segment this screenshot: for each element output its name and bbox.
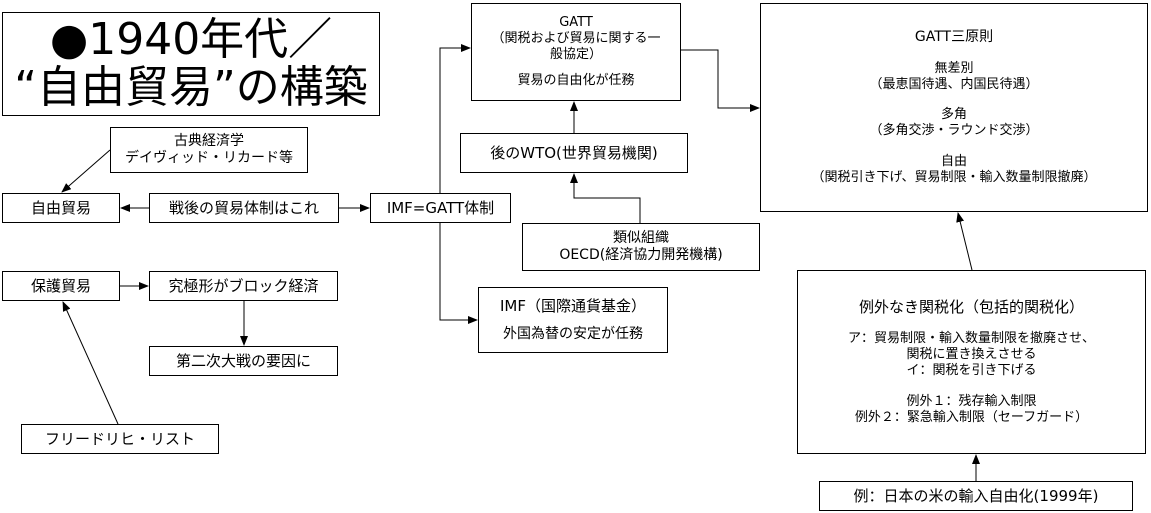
tariffication-box: 例外なき関税化（包括的関税化） ア：貿易制限・輸入数量制限を撤廃させ、 関税に置… [797, 270, 1146, 454]
gatt-title: GATT [559, 14, 593, 30]
gatt-full-name-2: 般協定） [549, 47, 602, 62]
rice-example-label: 例：日本の米の輸入自由化(1999年) [853, 486, 1099, 505]
arrow-classical-to-freetrade [61, 149, 111, 193]
block-economy-box: 究極形がブロック経済 [149, 271, 338, 301]
friedrich-list-box: フリードリヒ・リスト [21, 424, 219, 454]
imf-label: IMF（国際通貨基金） [500, 296, 646, 315]
oecd-box: 類似組織 OECD(経済協力開発機構) [522, 223, 760, 271]
tariffication-a-2: 関税に置き換えさせる [906, 347, 1037, 362]
protectionism-box: 保護貿易 [2, 271, 120, 301]
imf-gatt-system-label: IMF=GATT体制 [386, 198, 495, 217]
block-economy-label: 究極形がブロック経済 [168, 276, 319, 295]
principle-freedom: 自由 [940, 153, 967, 169]
ww2-cause-box: 第二次大戦の要因に [149, 346, 338, 376]
title-line-1: ●1940年代／ [49, 13, 333, 65]
title-line-2: “自由貿易”の構築 [14, 62, 368, 113]
principle-multilateral-detail: （多角交渉・ラウンド交渉） [869, 123, 1039, 139]
postwar-system-label: 戦後の貿易体制はこれ [168, 198, 319, 217]
imf-gatt-system-box: IMF=GATT体制 [370, 193, 511, 223]
tariffication-a-1: ア：貿易制限・輸入数量制限を撤廃させ、 [847, 330, 1095, 346]
arrow-imfgatt-to-imf [439, 223, 478, 324]
gatt-mission: 貿易の自由化が任務 [517, 73, 635, 89]
arrow-oecd-to-wto [570, 173, 641, 223]
principle-non-discrimination-detail: （最恵国待遇、内国民待遇） [869, 76, 1039, 92]
tariffication-exception-1: 例外１：残存輸入制限 [906, 393, 1037, 409]
gatt-principles-box: GATT三原則 無差別 （最恵国待遇、内国民待遇） 多角 （多角交渉・ラウンド交… [760, 3, 1148, 212]
tariffication-title: 例外なき関税化（包括的関税化） [858, 298, 1084, 316]
protectionism-label: 保護貿易 [30, 276, 91, 295]
postwar-system-box: 戦後の貿易体制はこれ [149, 193, 339, 223]
rice-example-box: 例：日本の米の輸入自由化(1999年) [819, 481, 1133, 511]
ww2-cause-label: 第二次大戦の要因に [175, 351, 311, 370]
principles-title: GATT三原則 [914, 29, 994, 45]
free-trade-label: 自由貿易 [30, 198, 91, 217]
title-box: ●1940年代／ “自由貿易”の構築 [2, 12, 380, 116]
principle-multilateral: 多角 [940, 107, 967, 122]
arrow-tariff-to-principles [956, 212, 973, 271]
friedrich-list-label: フリードリヒ・リスト [44, 429, 195, 448]
principle-freedom-detail: （関税引き下げ、貿易制限・輸入数量制限撤廃） [811, 169, 1097, 185]
arrow-list-to-protection [62, 301, 119, 425]
imf-mission: 外国為替の安定が任務 [503, 325, 643, 342]
tariffication-exception-2: 例外２：緊急輸入制限（セーフガード） [854, 409, 1089, 425]
classical-economics-label: 古典経済学 [174, 132, 244, 149]
classical-economics-author: デイヴィッド・リカード等 [125, 150, 293, 166]
classical-economics-box: 古典経済学 デイヴィッド・リカード等 [110, 127, 308, 173]
gatt-box: GATT （関税および貿易に関する一 般協定） 貿易の自由化が任務 [471, 3, 681, 101]
free-trade-box: 自由貿易 [2, 193, 120, 223]
wto-label: 後のWTO(世界貿易機関) [490, 143, 658, 162]
oecd-heading: 類似組織 [613, 229, 669, 246]
imf-box: IMF（国際通貨基金） 外国為替の安定が任務 [478, 287, 668, 353]
gatt-full-name-1: （関税および貿易に関する一 [491, 30, 661, 46]
tariffication-b: イ：関税を引き下げる [906, 363, 1037, 379]
principle-non-discrimination: 無差別 [934, 60, 974, 76]
wto-box: 後のWTO(世界貿易機関) [460, 133, 688, 173]
oecd-label: OECD(経済協力開発機構) [559, 247, 723, 263]
arrow-gatt-to-principles [681, 49, 760, 112]
